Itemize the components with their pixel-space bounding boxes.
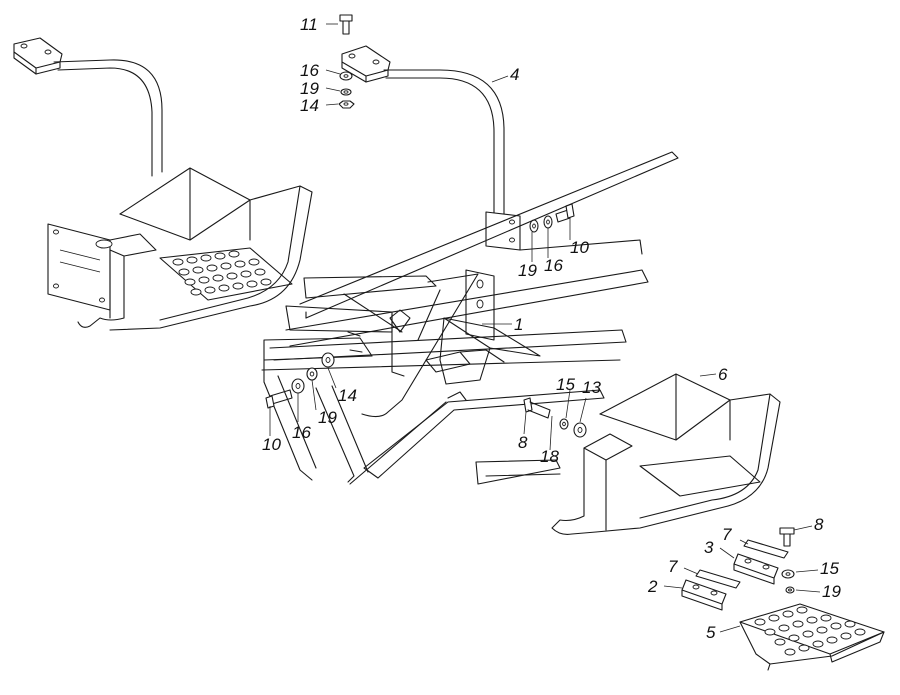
callout-labels: 11 16 19 14 4 10 19 16 1 14 19 16 10 15 … [262, 15, 841, 642]
left-tread-holes [172, 250, 272, 296]
callout-14-top: 14 [300, 96, 319, 115]
callout-10-right: 10 [570, 238, 589, 257]
leader-lines [269, 23, 821, 633]
callout-7-upper: 7 [722, 525, 732, 544]
callout-4: 4 [510, 65, 519, 84]
callout-19-mid: 19 [318, 408, 337, 427]
callout-16-right: 16 [544, 256, 563, 275]
frame-outline [261, 151, 679, 485]
callout-11: 11 [300, 15, 318, 34]
callout-19-top: 19 [300, 79, 319, 98]
callout-8-bottom: 8 [814, 515, 824, 534]
left-middle-hardware [265, 352, 335, 409]
step-box-6 [551, 373, 781, 535]
callout-3: 3 [704, 538, 714, 557]
bottom-right-hardware [779, 527, 795, 594]
callout-19-right: 19 [518, 261, 537, 280]
top-hardware [338, 14, 355, 109]
bracket-1 [425, 269, 541, 401]
callout-6: 6 [718, 365, 728, 384]
callout-18: 18 [540, 447, 559, 466]
callout-2: 2 [647, 577, 658, 596]
callout-19-bottom: 19 [822, 582, 841, 601]
left-step-assembly [13, 37, 313, 331]
right-side-hardware [529, 203, 575, 233]
bracket-3 [733, 553, 779, 585]
callout-13: 13 [582, 378, 601, 397]
callout-7-lower: 7 [668, 557, 678, 576]
callout-16-top: 16 [300, 61, 319, 80]
callout-1: 1 [514, 315, 523, 334]
center-right-hardware [523, 397, 587, 438]
tread-plate-holes [754, 606, 866, 656]
bracket-2 [681, 579, 727, 611]
callout-15-bottom: 15 [820, 559, 839, 578]
callout-5: 5 [706, 623, 716, 642]
callout-10-mid: 10 [262, 435, 281, 454]
callout-15-mid: 15 [556, 375, 575, 394]
callout-8-mid: 8 [518, 433, 528, 452]
callout-16-mid: 16 [292, 423, 311, 442]
handrail-4 [341, 45, 521, 251]
callout-14-mid: 14 [338, 386, 357, 405]
plate-7-upper [743, 539, 789, 559]
tread-plate-5 [739, 603, 885, 671]
